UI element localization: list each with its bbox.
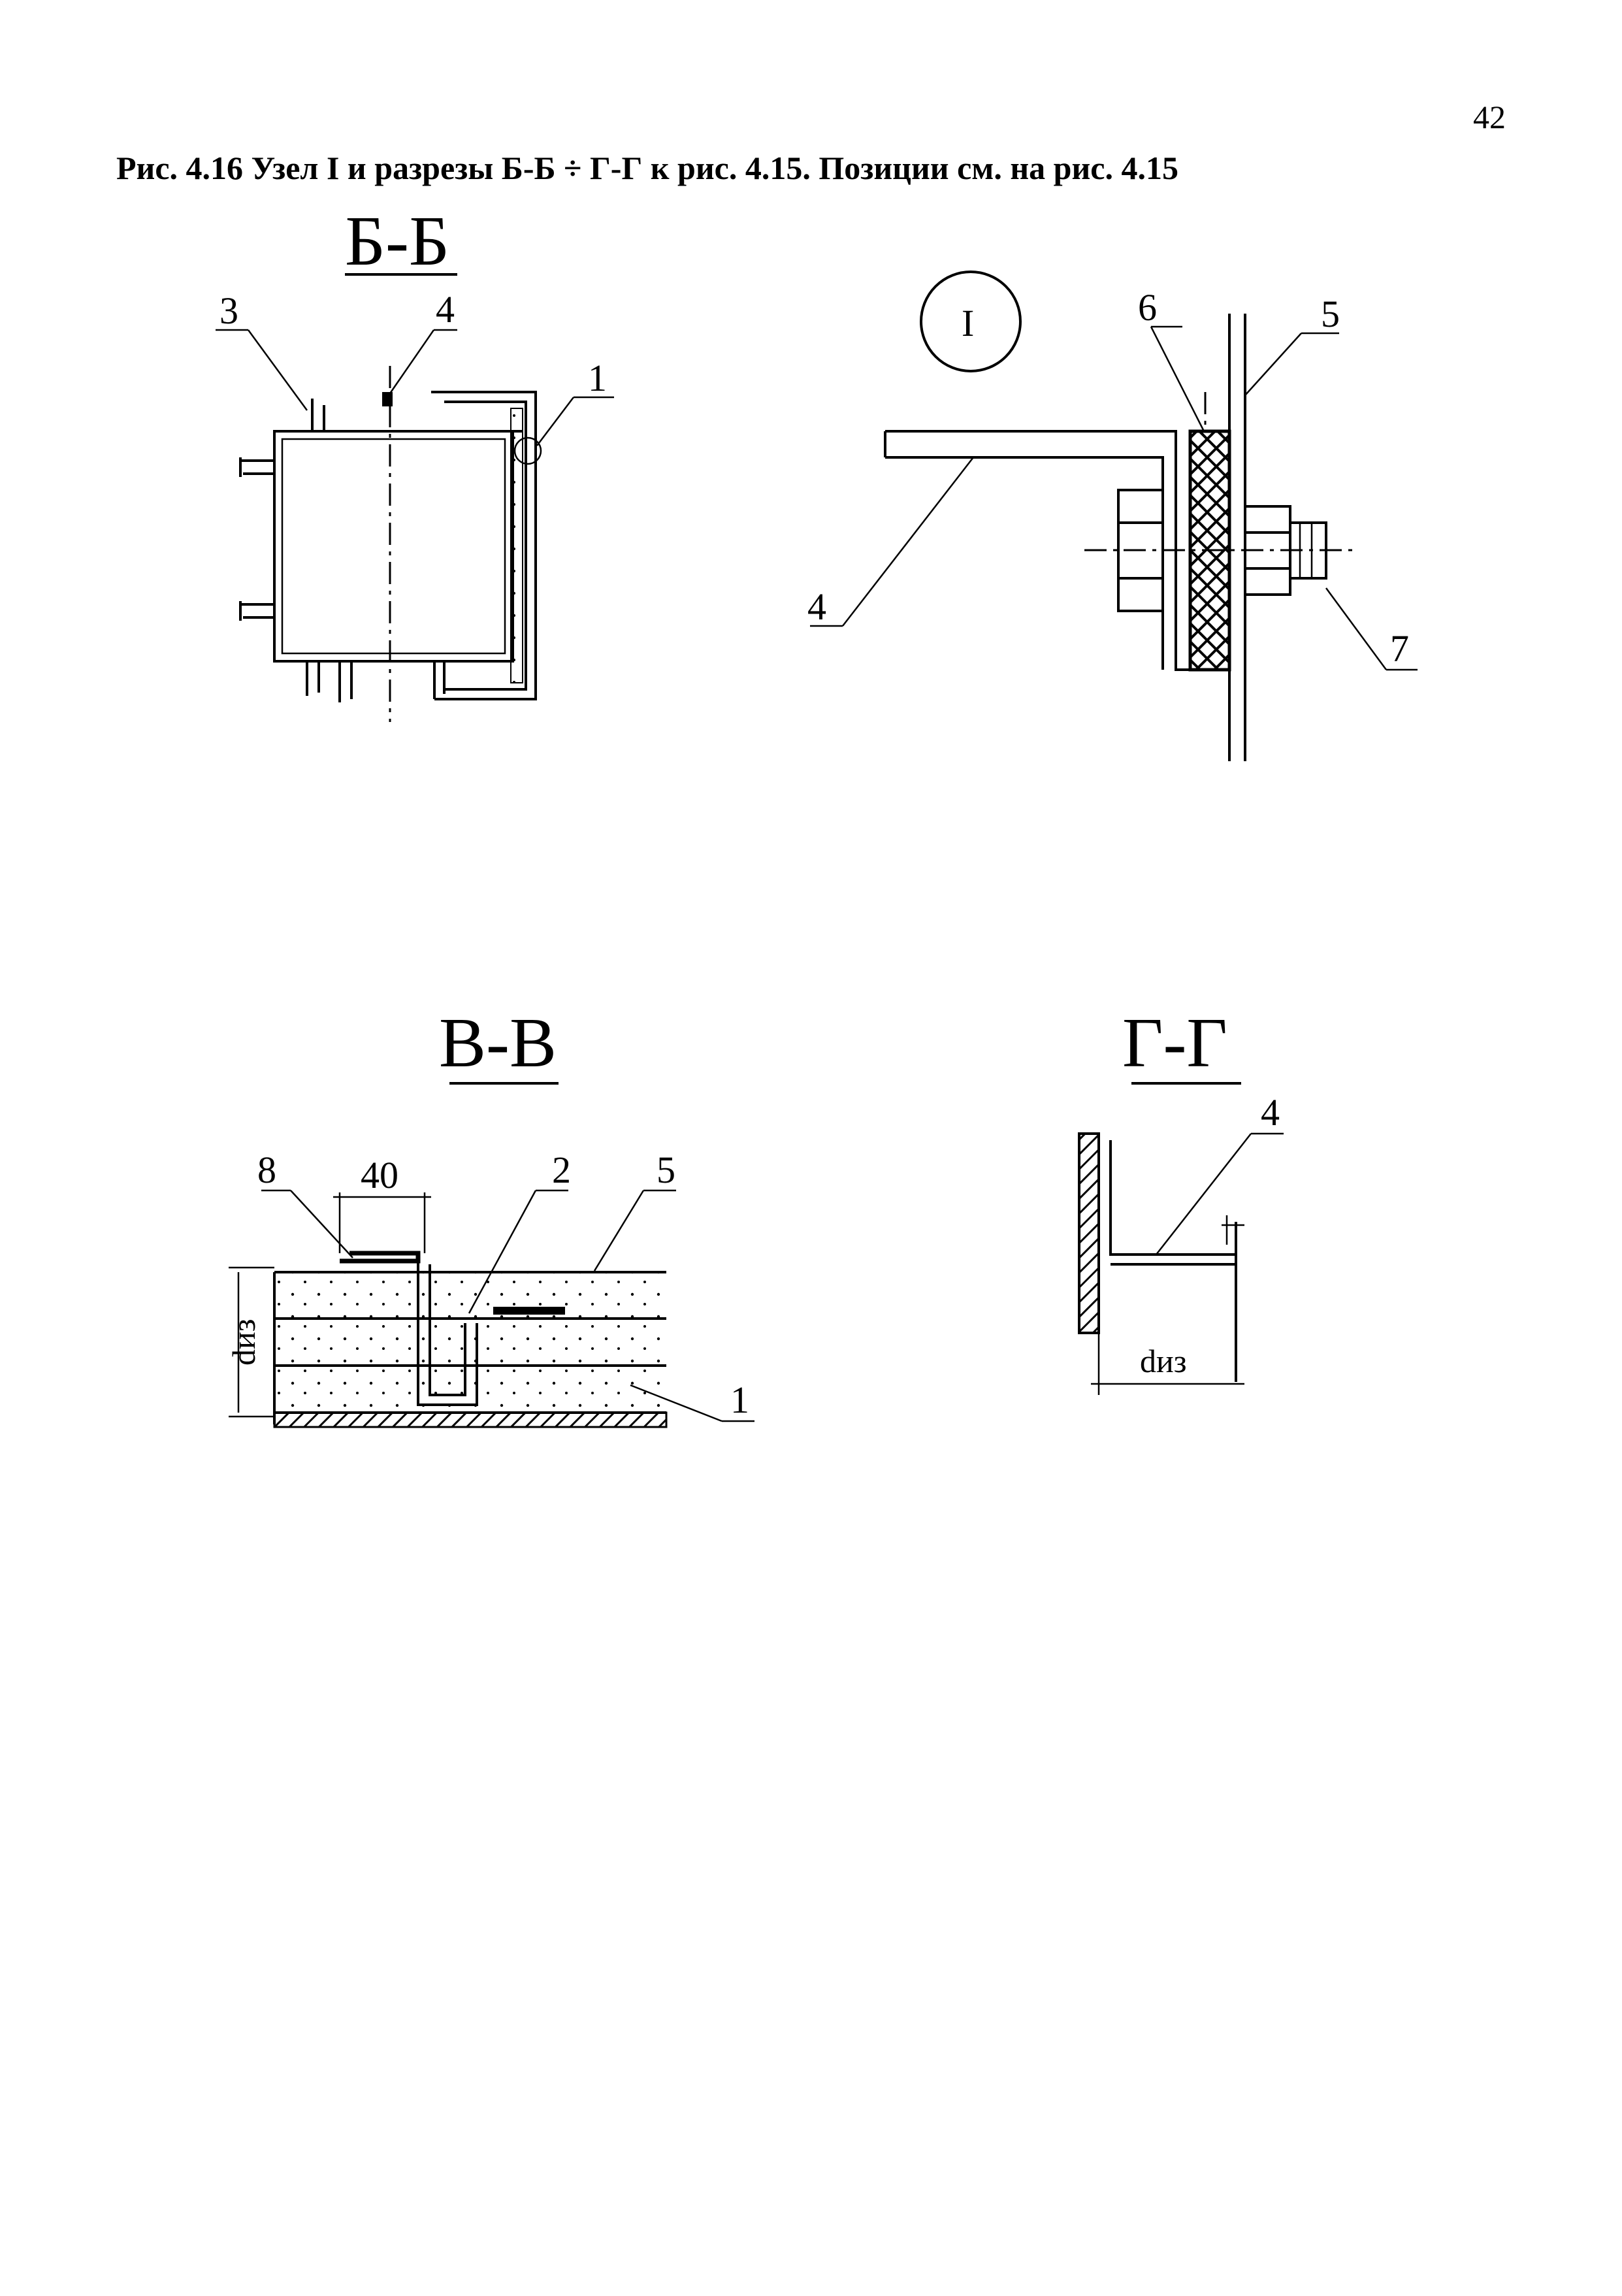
u-bracket bbox=[417, 1253, 478, 1406]
callout-8: 8 bbox=[257, 1149, 276, 1191]
angle-profile-gg bbox=[1097, 1134, 1236, 1333]
callout-4: 4 bbox=[436, 288, 455, 331]
dimension-40: 40 bbox=[361, 1154, 398, 1196]
nut-left bbox=[1117, 489, 1164, 612]
callout-4-node: 4 bbox=[807, 585, 826, 628]
fastener-plate bbox=[493, 1307, 565, 1315]
u-bracket-inner bbox=[429, 1264, 466, 1396]
leader-3 bbox=[247, 329, 308, 411]
figure-caption: Рис. 4.16 Узел I и разрезы Б-Б ÷ Г-Г к р… bbox=[116, 150, 1178, 186]
insulation-layers bbox=[274, 1272, 666, 1413]
leader-2 bbox=[468, 1190, 537, 1314]
leader-5-vv bbox=[593, 1190, 645, 1271]
leader-4 bbox=[387, 329, 435, 396]
callout-6: 6 bbox=[1138, 286, 1157, 329]
section-vv: В-В 40 dиз 8 2 bbox=[225, 1004, 754, 1428]
section-bb-title: Б-Б bbox=[345, 203, 449, 280]
section-gg: Г-Г dиз 4 bbox=[1078, 1004, 1284, 1395]
thickness-label-gg: dиз bbox=[1140, 1343, 1187, 1379]
section-vv-title: В-В bbox=[439, 1004, 557, 1082]
callout-1: 1 bbox=[588, 357, 607, 399]
callout-3: 3 bbox=[219, 289, 238, 332]
leader-8 bbox=[290, 1190, 353, 1258]
callout-5-vv: 5 bbox=[657, 1149, 675, 1191]
base-layer bbox=[273, 1411, 668, 1428]
leader-5 bbox=[1244, 333, 1302, 396]
insulation-pin bbox=[382, 392, 393, 406]
detail-i-marker bbox=[513, 436, 542, 465]
callout-7: 7 bbox=[1390, 627, 1409, 670]
node-detail-i: I 6 5 4 7 bbox=[807, 271, 1418, 761]
hatched-wall bbox=[1078, 1132, 1100, 1334]
callout-2: 2 bbox=[552, 1149, 571, 1191]
callout-5: 5 bbox=[1321, 293, 1340, 335]
thickness-label-vv: dиз bbox=[225, 1319, 262, 1366]
insulation-flange bbox=[418, 391, 537, 700]
leader-1 bbox=[536, 397, 574, 446]
flange-plate bbox=[1228, 314, 1246, 761]
page-number: 42 bbox=[1473, 99, 1506, 135]
leader-4-node bbox=[842, 457, 974, 627]
leader-4-gg bbox=[1156, 1133, 1252, 1255]
leader-1-vv bbox=[630, 1384, 722, 1422]
duct-body bbox=[239, 366, 514, 722]
section-gg-title: Г-Г bbox=[1122, 1004, 1227, 1082]
section-bb: Б-Б 3 bbox=[216, 203, 614, 722]
callout-1-vv: 1 bbox=[730, 1379, 749, 1421]
node-i-marker: I bbox=[962, 302, 974, 344]
tick-mark bbox=[1222, 1215, 1244, 1245]
node-i-circle bbox=[920, 271, 1022, 372]
leader-6 bbox=[1150, 326, 1205, 431]
leader-7 bbox=[1325, 587, 1387, 670]
callout-4-gg: 4 bbox=[1261, 1091, 1280, 1134]
angle-profile-gg-inner bbox=[1111, 1222, 1237, 1382]
